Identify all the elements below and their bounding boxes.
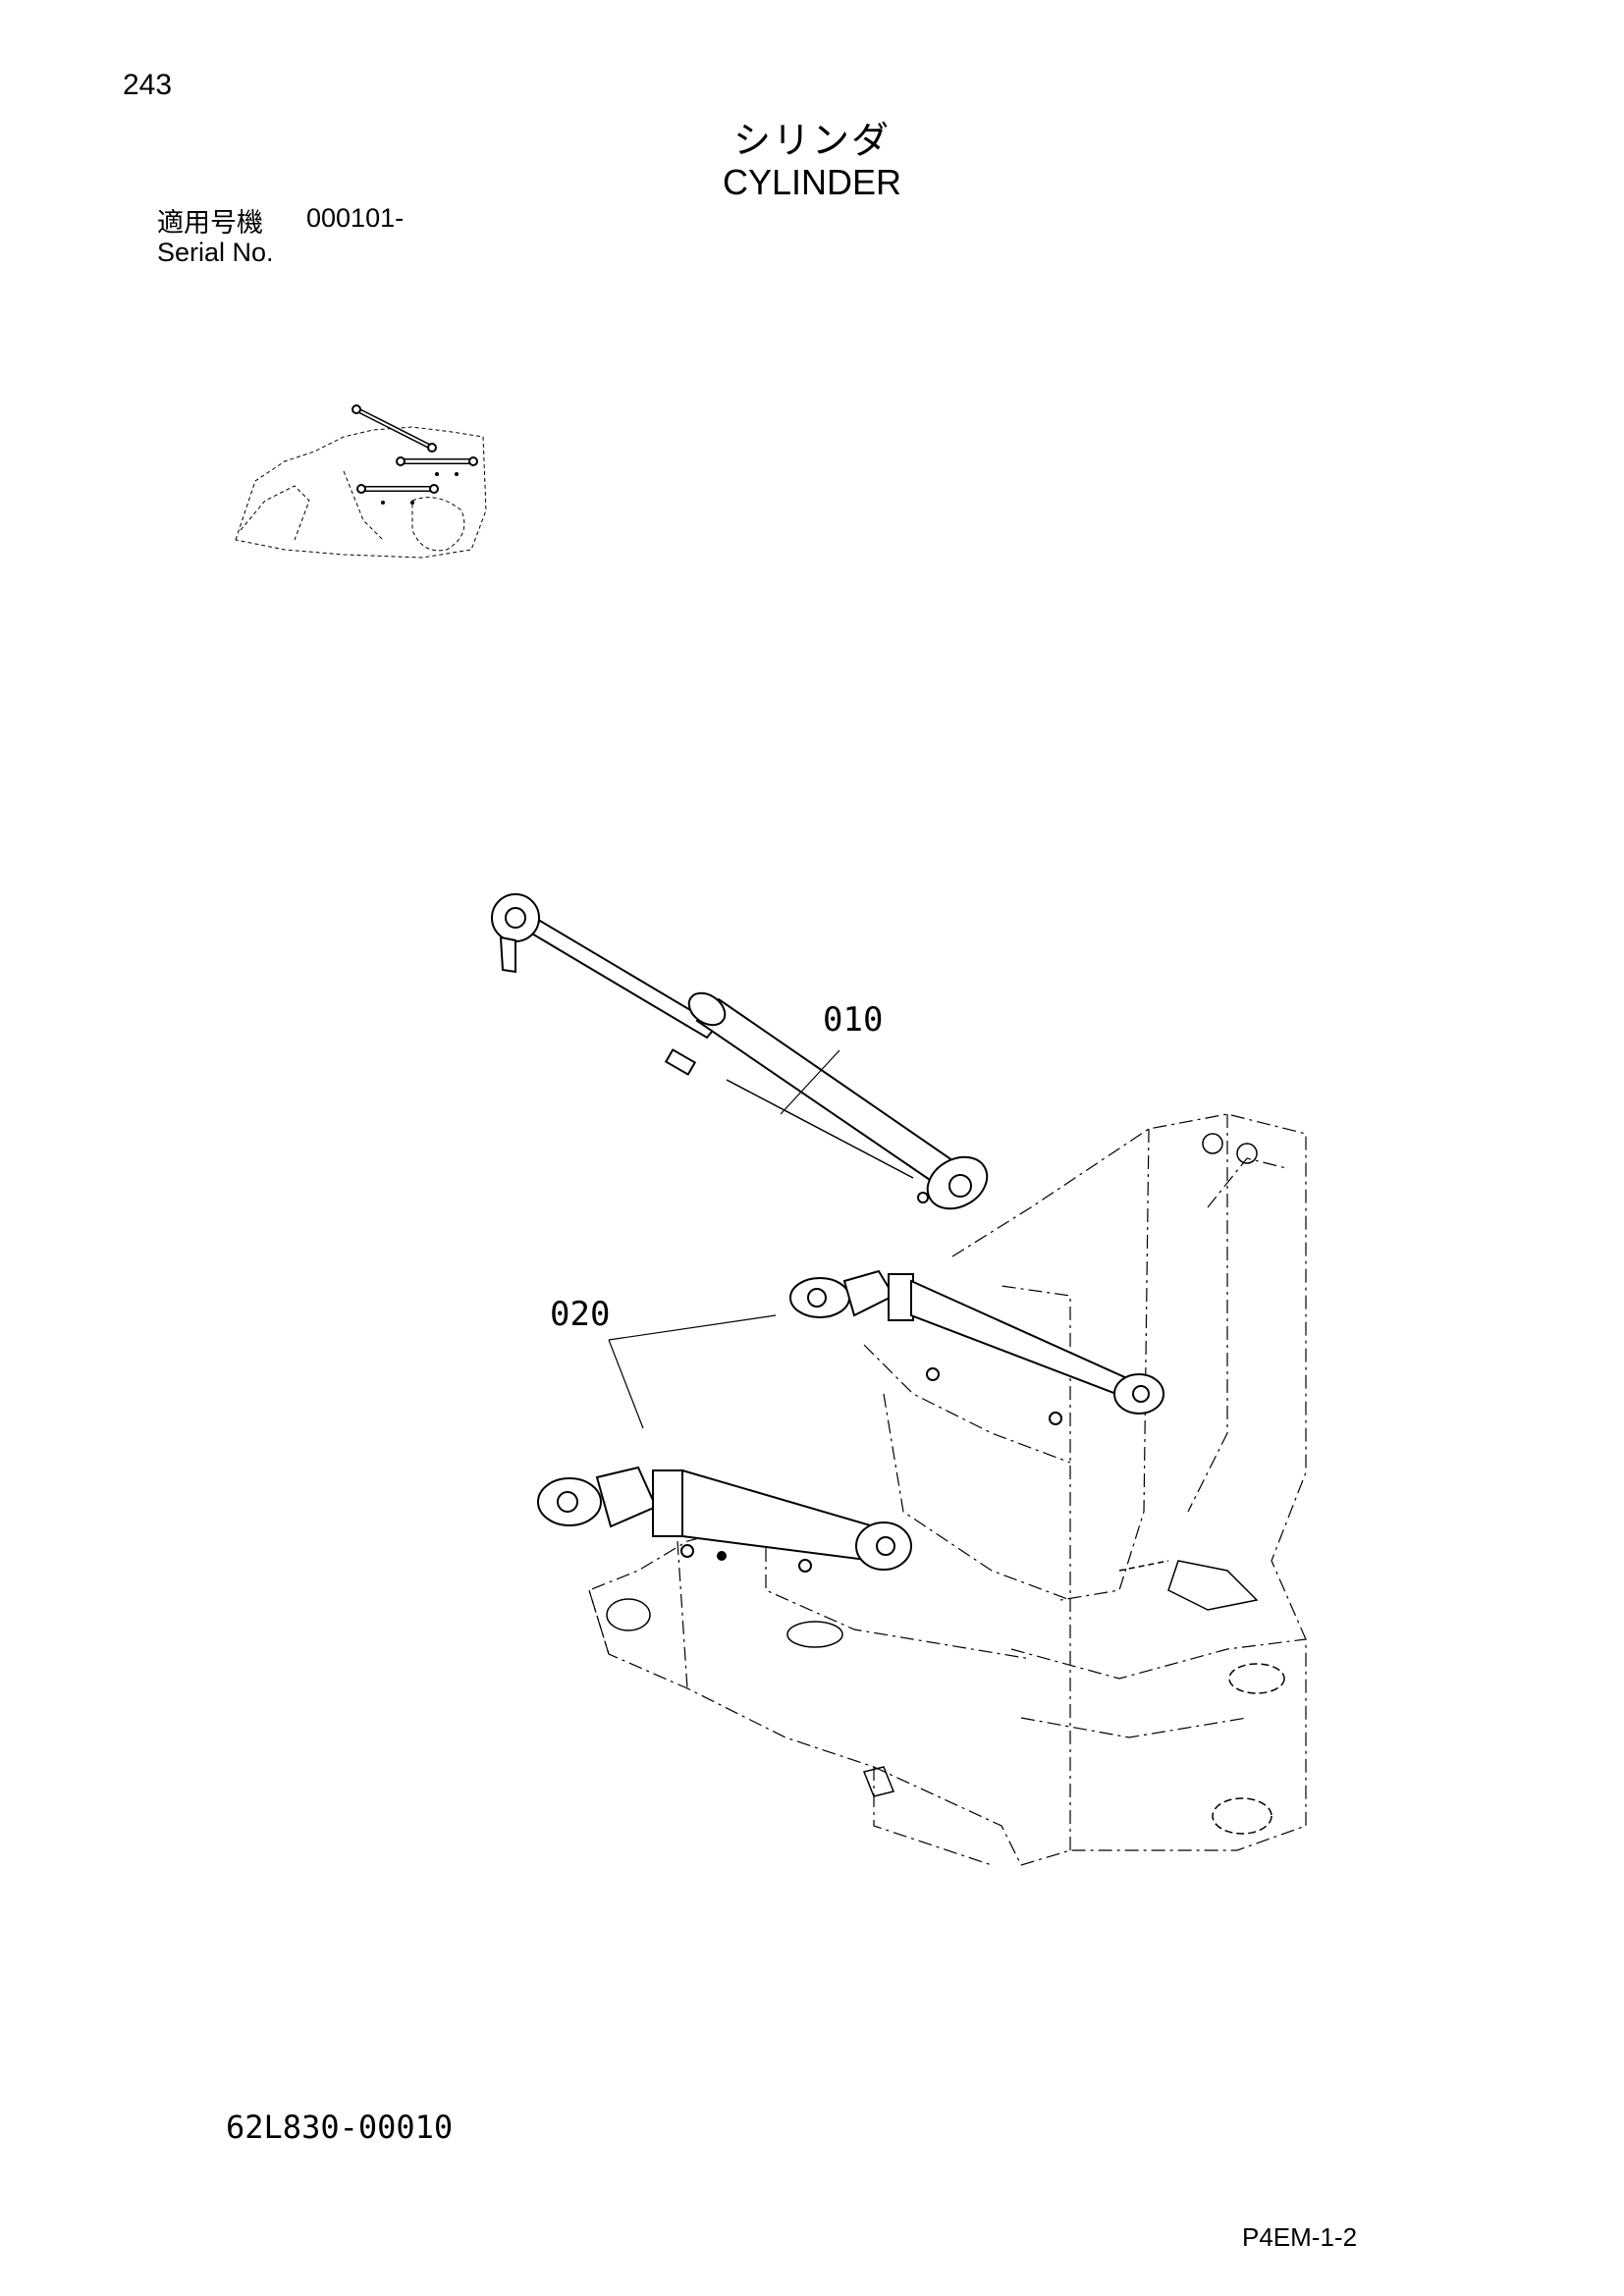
serial-label-japanese: 適用号機 — [157, 208, 263, 239]
title-english: CYLINDER — [722, 162, 902, 202]
callout-010: 010 — [823, 1000, 883, 1040]
leader-lines — [608, 1049, 840, 1429]
front-frame-outline — [588, 1113, 1307, 1866]
location-thumbnail — [235, 404, 487, 559]
cylinder-020-lower — [537, 1466, 912, 1573]
cylinder-010 — [491, 893, 989, 1210]
cylinder-020-upper — [789, 1269, 1164, 1425]
cylinder-assembly-drawing: 010 020 — [491, 893, 1307, 1866]
page-code: P4EM-1-2 — [1242, 2222, 1358, 2252]
page-number: 243 — [123, 69, 173, 101]
serial-label-english: Serial No. — [157, 238, 274, 267]
title-japanese: シリンダ — [732, 119, 891, 162]
serial-number-value: 000101- — [306, 203, 405, 233]
drawing-number: 62L830-00010 — [226, 2109, 454, 2146]
callout-020: 020 — [550, 1295, 610, 1334]
